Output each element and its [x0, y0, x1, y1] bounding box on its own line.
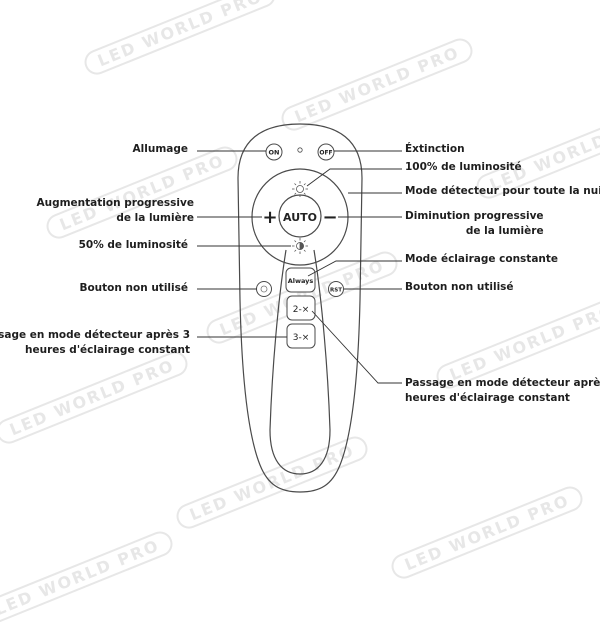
- off-button[interactable]: OFF: [317, 143, 335, 161]
- label-passage-3h: Passage en mode détecteur après 3 heures…: [0, 329, 190, 356]
- label-eclairage-constant: Mode éclairage constante: [405, 253, 559, 265]
- always-button-label: Always: [288, 277, 314, 285]
- sun-50-icon[interactable]: [292, 238, 308, 254]
- timer-2h-label: 2-×: [293, 305, 310, 315]
- always-button[interactable]: Always: [285, 267, 316, 293]
- rst-button-label: RST: [330, 288, 342, 294]
- timer-3h-label: 3-×: [293, 333, 310, 343]
- label-allumage: Allumage: [132, 143, 188, 155]
- auto-button[interactable]: AUTO: [283, 211, 317, 224]
- rst-button[interactable]: RST: [328, 281, 344, 297]
- label-50-luminosite: 50% de luminosité: [78, 239, 188, 251]
- label-non-utilise-left: Bouton non utilisé: [79, 282, 188, 294]
- leader-line: [307, 260, 402, 277]
- on-button-label: ON: [269, 149, 280, 157]
- timer-2h-button[interactable]: 2-×: [286, 295, 316, 321]
- label-passage-2h: Passage en mode détecteur après 2 heures…: [405, 377, 600, 404]
- remote-body-outline: [237, 123, 363, 493]
- timer-3h-button[interactable]: 3-×: [286, 323, 316, 349]
- minus-button[interactable]: −: [322, 207, 337, 228]
- plus-button[interactable]: +: [262, 207, 277, 228]
- label-extinction: Éxtinction: [405, 143, 465, 155]
- leader-line: [306, 168, 402, 187]
- label-augmentation: Augmentation progressive de la lumière: [36, 197, 194, 224]
- on-button[interactable]: ON: [265, 143, 283, 161]
- label-detecteur-nuit: Mode détecteur pour toute la nuit: [405, 185, 600, 197]
- label-diminution: Diminution progressive de la lumière: [405, 210, 544, 237]
- unused-left-button[interactable]: [256, 281, 272, 297]
- lock-icon: [260, 285, 268, 293]
- remote-inner-outline: [269, 249, 331, 475]
- sun-100-icon[interactable]: [292, 181, 308, 197]
- leader-line: [311, 310, 402, 384]
- indicator-led: [297, 147, 303, 153]
- label-non-utilise-right: Bouton non utilisé: [405, 281, 514, 293]
- label-100-luminosite: 100% de luminosité: [405, 161, 522, 173]
- remote-diagram: ON OFF + − AUTO Always RST: [197, 123, 402, 493]
- off-button-label: OFF: [319, 150, 332, 157]
